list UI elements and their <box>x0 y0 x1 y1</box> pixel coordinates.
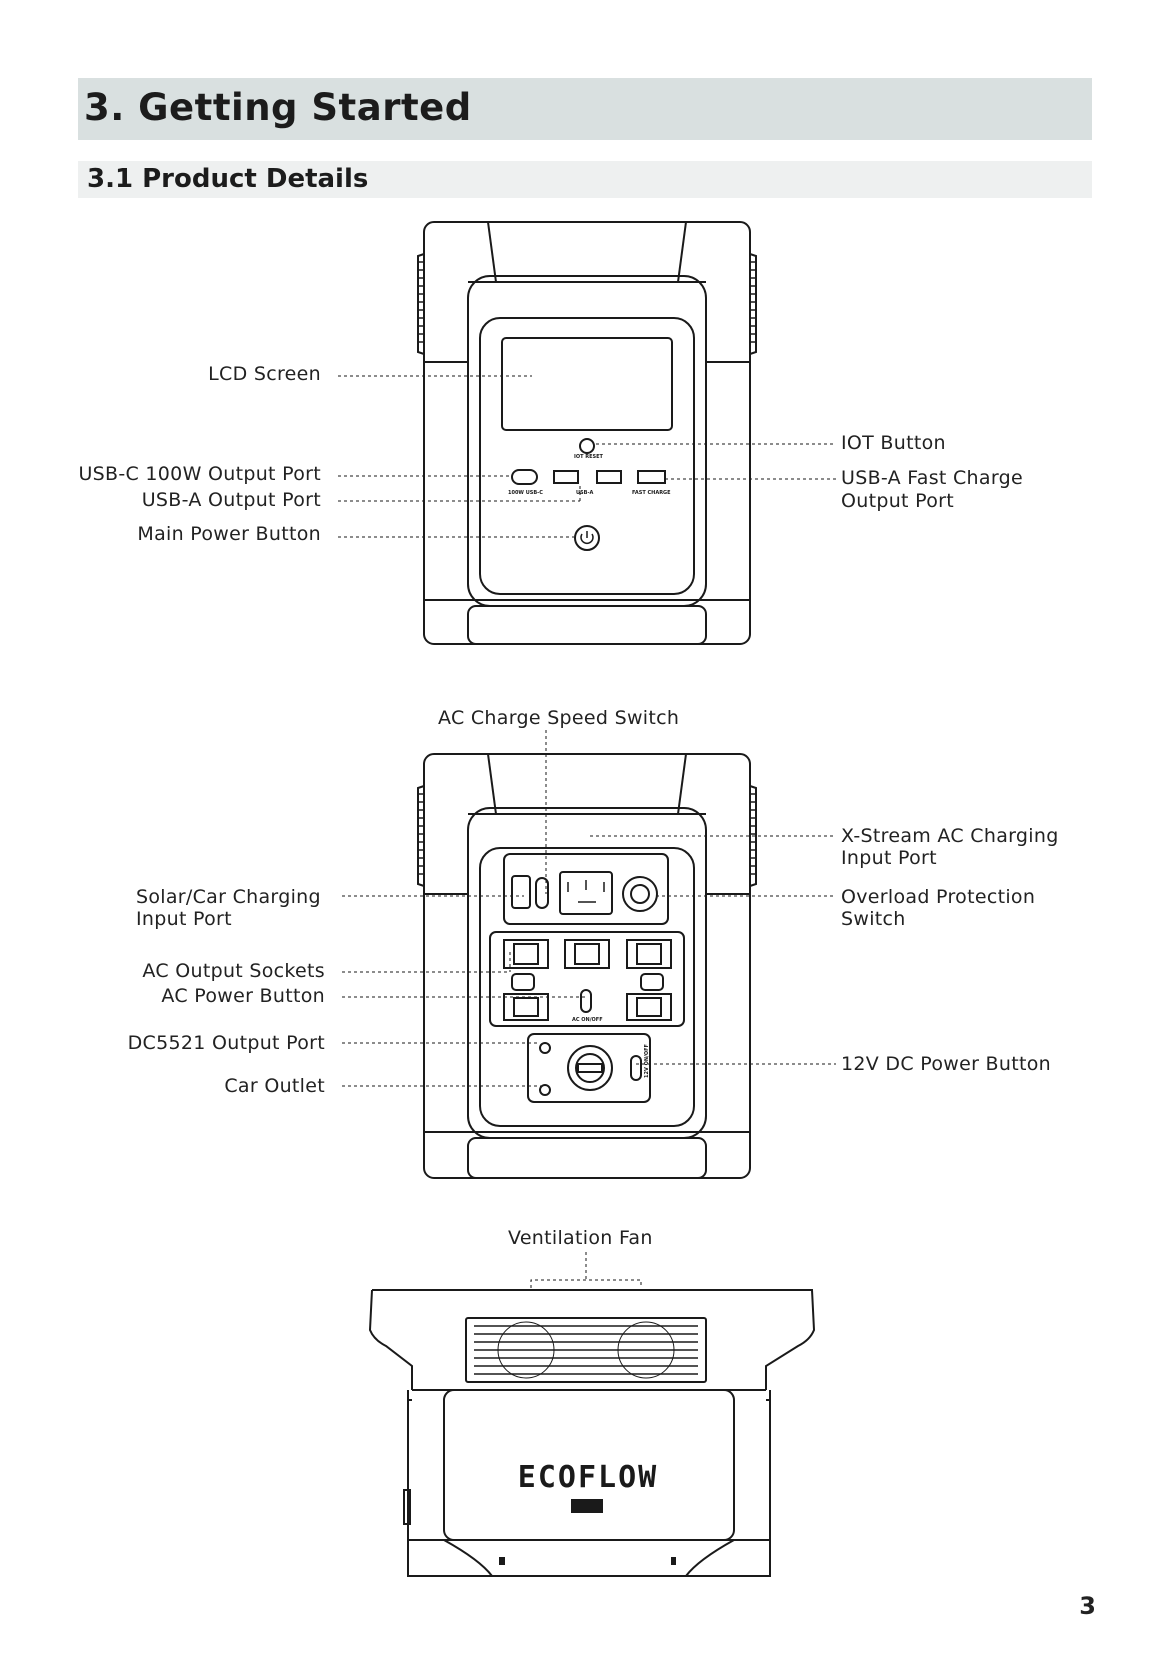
label-ac-power: AC Power Button <box>161 985 325 1007</box>
side-view-drawing <box>368 1252 816 1577</box>
label-usba-fast-line2: Output Port <box>841 490 955 512</box>
label-dc-power: 12V DC Power Button <box>841 1053 1051 1075</box>
label-ac-speed-switch: AC Charge Speed Switch <box>438 707 680 729</box>
label-dc5521: DC5521 Output Port <box>127 1032 325 1054</box>
page-number: 3 <box>1079 1592 1096 1620</box>
label-xstream-line1: X-Stream AC Charging <box>841 825 1059 847</box>
label-usbc-port: USB-C 100W Output Port <box>78 463 321 485</box>
brand-logo-text: ECOFLOW <box>518 1460 658 1495</box>
label-ac-sockets: AC Output Sockets <box>142 960 325 982</box>
panel-dc-onoff-text: 12V ON/OFF <box>644 1044 650 1078</box>
label-xstream-line2: Input Port <box>841 847 937 869</box>
heading-bar <box>78 78 1092 140</box>
section-subtitle: 3.1 Product Details <box>87 164 369 194</box>
panel-usba-text: USB-A <box>576 490 594 496</box>
label-ventilation-fan: Ventilation Fan <box>508 1227 653 1249</box>
label-usba-fast-line1: USB-A Fast Charge <box>841 467 1023 489</box>
label-main-power: Main Power Button <box>137 523 321 545</box>
panel-iot-reset-text: IOT RESET <box>574 454 604 460</box>
label-car-outlet: Car Outlet <box>224 1075 325 1097</box>
label-lcd-screen: LCD Screen <box>208 363 321 385</box>
section-title: 3. Getting Started <box>84 86 472 129</box>
panel-usbc-text: 100W USB-C <box>508 490 543 496</box>
label-solar-line2: Input Port <box>136 908 232 930</box>
panel-ac-onoff-text: AC ON/OFF <box>572 1017 603 1023</box>
subheading-bar <box>78 161 1092 198</box>
rear-view-drawing <box>342 730 836 1179</box>
label-usba-port: USB-A Output Port <box>141 489 321 511</box>
label-overload-line1: Overload Protection <box>841 886 1036 908</box>
label-overload-line2: Switch <box>841 908 906 930</box>
panel-fast-text: FAST CHARGE <box>632 490 671 496</box>
label-solar-line1: Solar/Car Charging <box>136 886 321 908</box>
front-view-drawing <box>338 221 836 645</box>
label-iot-button: IOT Button <box>841 432 946 454</box>
